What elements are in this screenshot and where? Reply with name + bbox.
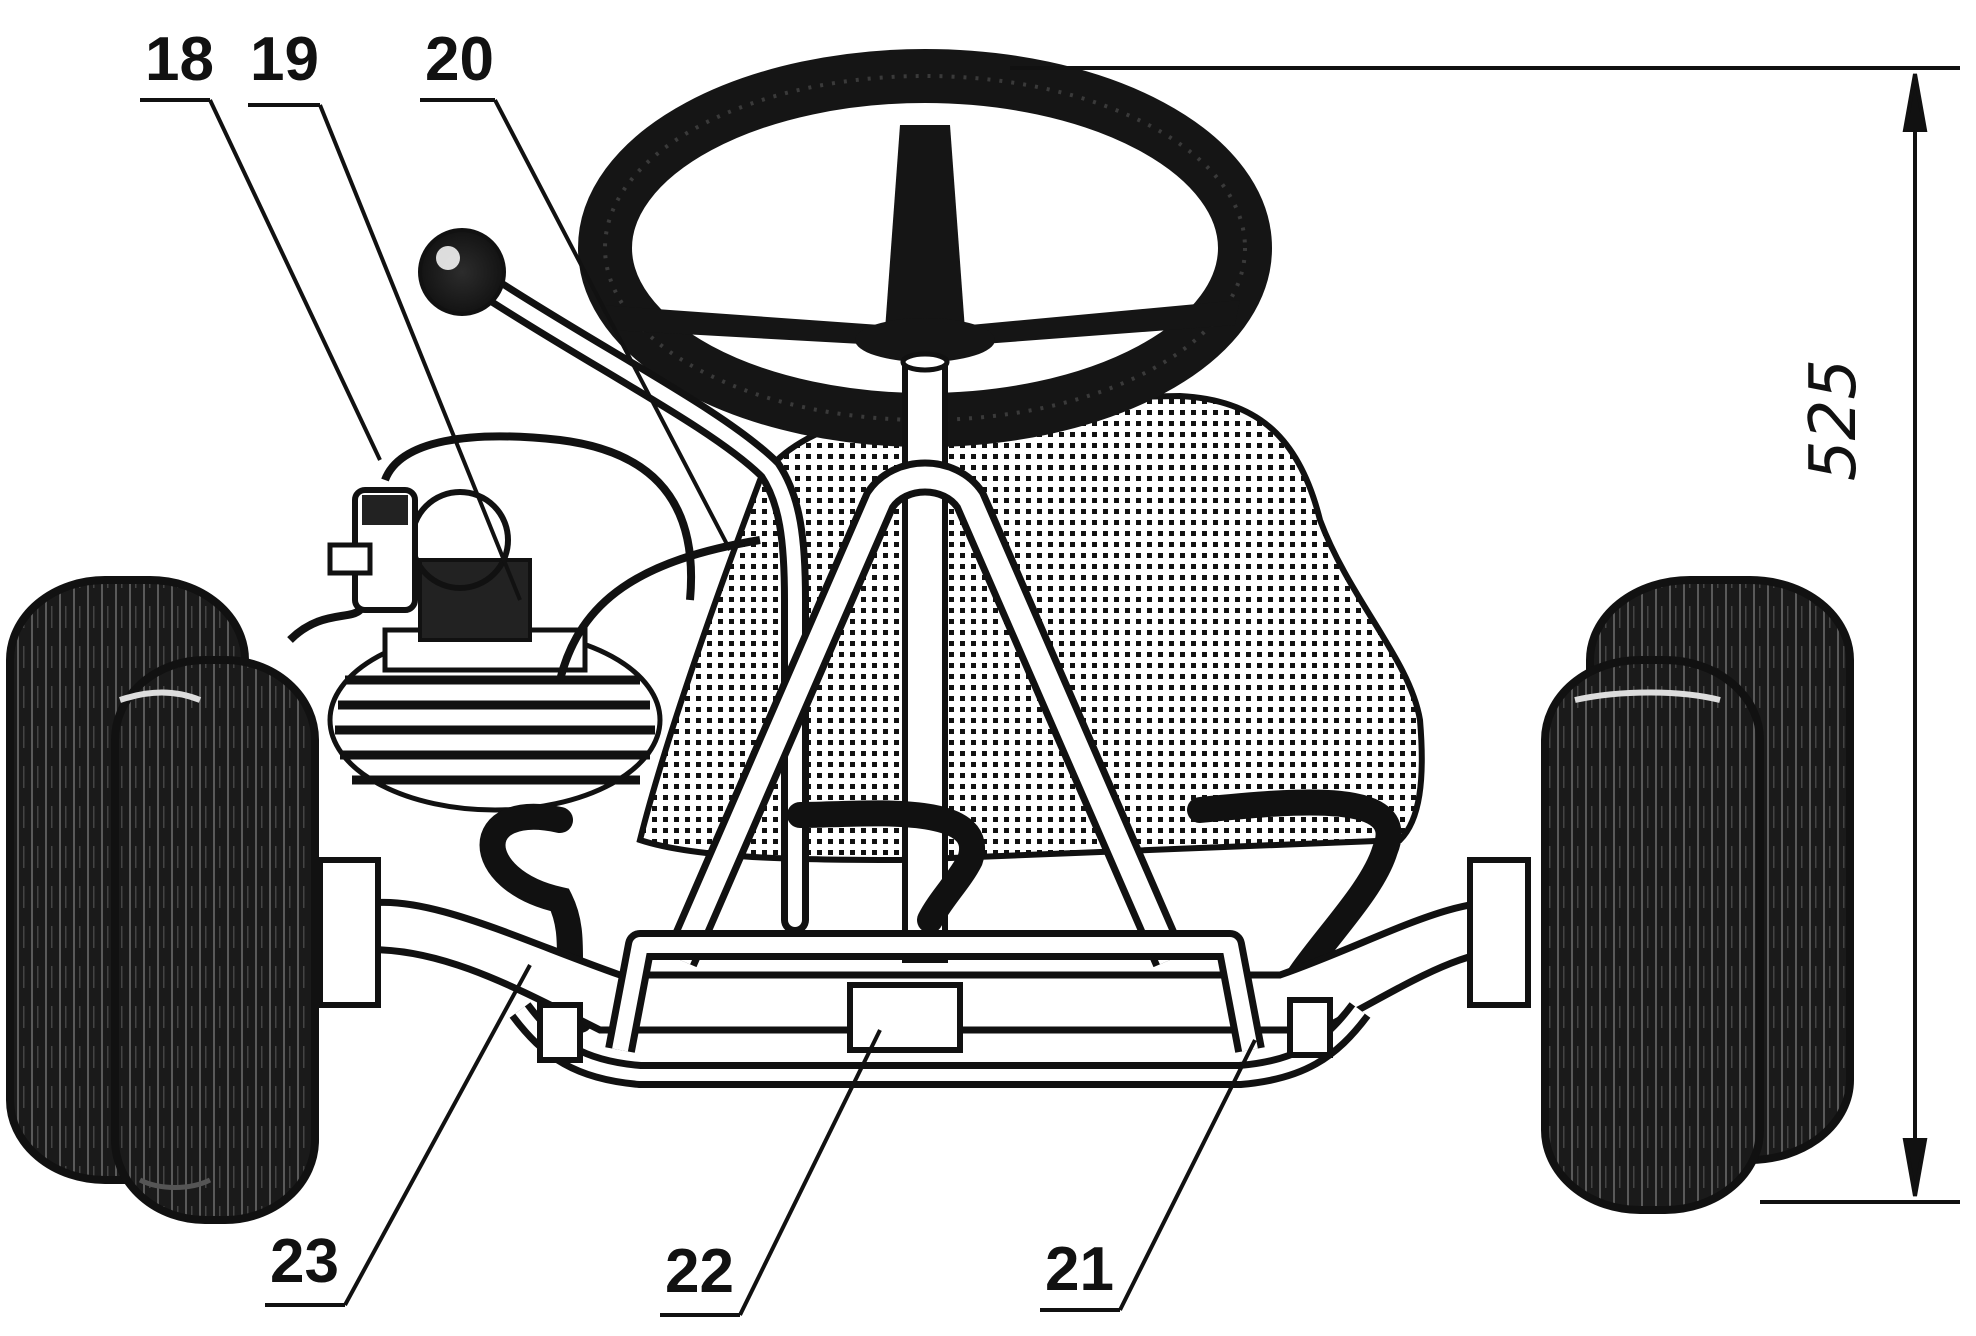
left-front-wheel [6, 576, 319, 1224]
control-cables [287, 432, 761, 681]
callout-20: 20 [425, 25, 494, 94]
height-dimension [1010, 66, 1960, 1204]
height-dimension-value: 525 [1797, 359, 1871, 481]
steering-wheel-spoke [885, 125, 965, 330]
carburetor [327, 487, 418, 613]
steering-column [902, 357, 948, 963]
callout-19: 19 [250, 25, 319, 94]
kingpin-brackets [317, 857, 1531, 1063]
gear-lever-knob [418, 228, 506, 316]
callout-21: 21 [1045, 1235, 1114, 1304]
callout-22: 22 [665, 1237, 734, 1306]
engine [327, 489, 663, 813]
leader-lines [140, 98, 1257, 1317]
callout-18: 18 [145, 25, 214, 94]
right-front-wheel [1541, 576, 1854, 1214]
steering-wheel-hub [855, 318, 995, 362]
callout-23: 23 [270, 1227, 339, 1296]
